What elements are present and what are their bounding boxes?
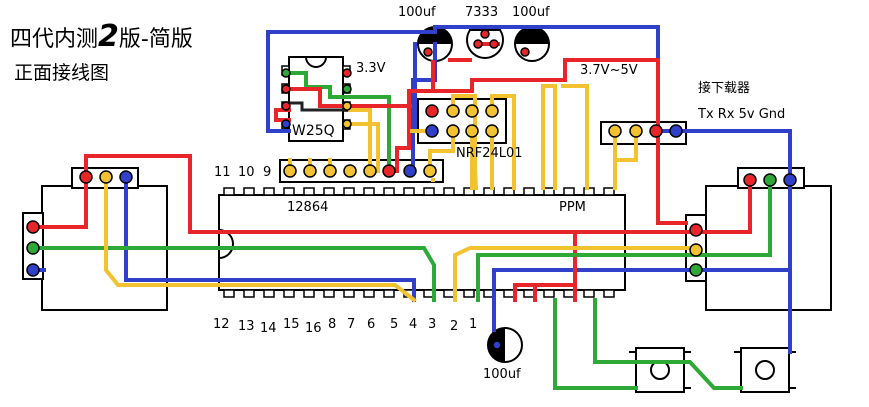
label-3v3: 3.3V [356,61,386,76]
mcu-pin-label: 16 [305,321,322,336]
mcu-pin-label: 15 [283,317,300,332]
mcu-pin-label: 3 [428,317,437,332]
mcu-pin-label: 12 [213,317,230,332]
label-flash: W25Q [292,123,335,139]
capacitor-top-right [514,26,550,62]
label-vrange: 3.7V~5V [580,63,638,78]
push-button-left [629,347,691,393]
label-cap-top-right: 100uf [512,5,550,20]
mcu-pin-label: 13 [238,319,255,334]
mcu-pin-label: 7 [347,317,356,332]
label-cap-top-left: 100uf [398,5,436,20]
label-cap-bottom: 100uf [483,367,521,382]
title-version: 2 [98,19,119,54]
wires-yellow [104,84,700,303]
label-ppm: PPM [559,200,586,215]
wires-black [287,101,345,112]
label-downloader-pins: Tx Rx 5v Gnd [698,107,786,122]
mcu-bottom-pins [223,289,615,298]
mcu-pin-label: 1 [469,317,478,332]
wires-blue [31,25,792,354]
label-regulator: 7333 [465,5,499,20]
wires-green [32,71,772,390]
mcu-pin-label: 4 [409,317,418,332]
pin-dots [26,29,797,350]
push-button-right [734,347,796,393]
mcu-chip [218,194,626,291]
mcu-pin-label: 2 [450,319,459,334]
mcu-pin-label: 6 [367,317,376,332]
mcu-pin-label: 14 [260,321,277,336]
diagram-subtitle: 正面接线图 [14,62,110,84]
mcu-pin-label: 10 [238,165,255,180]
mcu-pin-label: 8 [328,317,337,332]
label-lcd: 12864 [287,200,329,215]
title-prefix: 四代内测 [10,27,99,52]
mcu-pin-label: 9 [263,165,272,180]
mcu-top-pins [223,187,615,196]
diagram-title: 四代内测2版-简版 [10,22,193,52]
lcd-header [279,159,444,183]
wires-red-flash [274,87,412,122]
mcu-pin-label: 11 [214,165,231,180]
label-downloader: 接下载器 [698,81,751,96]
label-nrf: NRF24L01 [456,146,523,161]
mcu-pin-label: 5 [390,317,399,332]
title-suffix: 版-简版 [118,27,193,52]
wires-red [32,42,752,302]
